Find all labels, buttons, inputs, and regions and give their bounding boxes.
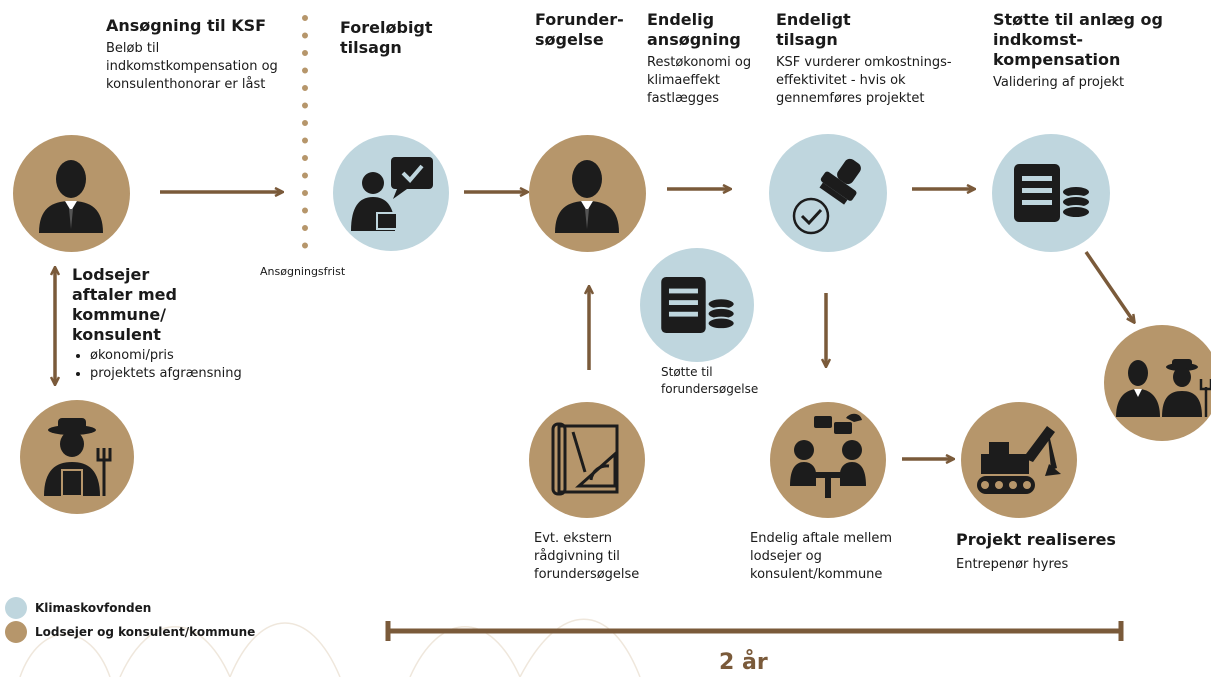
landowner-block: Lodsejer aftaler med kommune/ konsulent …	[72, 265, 282, 383]
final-circle	[1104, 325, 1211, 441]
stamp-icon	[792, 158, 861, 235]
landowner-consultant-circle	[13, 135, 130, 252]
step-final-application-title: Endelig ansøgning	[647, 10, 741, 49]
step-application: Ansøgning til KSF Beløb til indkomstkomp…	[106, 16, 291, 94]
deadline-label: Ansøgningsfrist	[260, 265, 346, 278]
excavator-icon	[977, 426, 1061, 494]
advice-circle	[529, 402, 645, 518]
realize-block: Projekt realiseres Entrepenør hyres	[956, 530, 1126, 574]
step-final-application-text: Restøkonomi og klimaeffekt fastlægges	[647, 55, 752, 106]
landowner-bullet: projektets afgrænsning	[90, 365, 282, 383]
step-support: Støtte til anlæg og indkomst-kompensatio…	[993, 10, 1168, 92]
person-icon	[39, 160, 103, 233]
step-support-title: Støtte til anlæg og indkomst-kompensatio…	[993, 10, 1163, 69]
background-arcs	[19, 618, 641, 677]
landowner-bullet: økonomi/pris	[90, 347, 282, 365]
farmer-icon	[44, 418, 112, 497]
step-support-text: Validering af projekt	[993, 75, 1125, 90]
agreement-circle	[770, 402, 886, 518]
step-preinvestigation: Forunder-søgelse	[535, 10, 630, 50]
plans-icon	[551, 422, 619, 496]
landowner-bullets: økonomi/pris projektets afgrænsning	[72, 347, 282, 383]
landowner-title: Lodsejer aftaler med kommune/ konsulent	[72, 265, 177, 344]
project-circle	[961, 402, 1077, 518]
chat-person-icon	[351, 157, 433, 231]
agreement-label: Endelig aftale mellem lodsejer og konsul…	[750, 531, 892, 582]
preinvestigation-support-circle	[640, 248, 754, 362]
legend-swatch-tan	[5, 621, 27, 643]
final-approval-circle	[769, 134, 887, 252]
step-final-application: Endelig ansøgning Restøkonomi og klimaef…	[647, 10, 762, 108]
step-final-approval-title: Endeligt tilsagn	[776, 10, 851, 49]
support-preinvestigation-label: Støtte til forundersøgelse	[661, 365, 759, 396]
step-application-title: Ansøgning til KSF	[106, 16, 267, 35]
support-payment-circle	[992, 134, 1110, 252]
meeting-icon	[790, 413, 866, 498]
advice-label: Evt. ekstern rådgivning til forundersøge…	[534, 531, 640, 582]
preinvestigation-circle	[529, 135, 646, 252]
money-icon	[1014, 164, 1091, 222]
realize-title: Projekt realiseres	[956, 530, 1116, 549]
step-application-text: Beløb til indkomstkompensation og konsul…	[106, 41, 278, 92]
legend-item: Klimaskovfonden	[5, 597, 255, 619]
farmer-circle	[20, 400, 134, 514]
person-icon	[555, 160, 619, 233]
money-icon	[661, 276, 736, 334]
arrow-5	[1084, 251, 1134, 322]
legend: Klimaskovfonden Lodsejer og konsulent/ko…	[5, 597, 255, 643]
legend-swatch-blue	[5, 597, 27, 619]
ksf-preliminary-circle	[333, 135, 449, 251]
legend-label: Klimaskovfonden	[35, 601, 152, 615]
person-farmer-icon	[1116, 359, 1211, 417]
step-preinvestigation-title: Forunder-søgelse	[535, 10, 624, 49]
legend-item: Lodsejer og konsulent/kommune	[5, 621, 255, 643]
legend-label: Lodsejer og konsulent/kommune	[35, 625, 256, 639]
step-preliminary-title: Foreløbigt tilsagn	[340, 18, 433, 57]
step-final-approval-text: KSF vurderer omkostnings-effektivitet - …	[776, 55, 952, 106]
step-final-approval: Endeligt tilsagn KSF vurderer omkostning…	[776, 10, 956, 108]
realize-text: Entrepenør hyres	[956, 557, 1069, 572]
timeline-label: 2 år	[719, 650, 768, 675]
step-preliminary: Foreløbigt tilsagn	[340, 18, 460, 58]
